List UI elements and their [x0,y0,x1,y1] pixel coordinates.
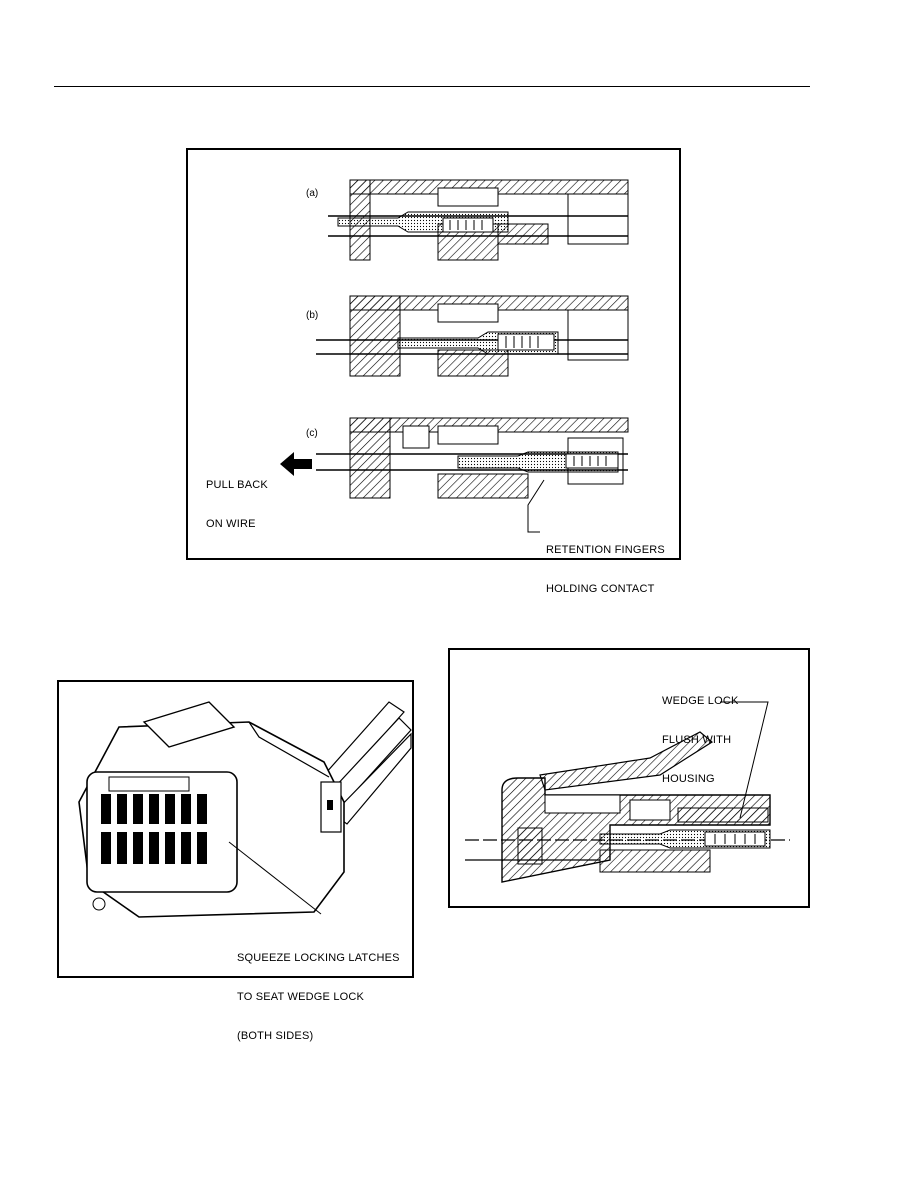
wedge-lock-caption-line2: FLUSH WITH [662,734,732,746]
section-a [328,179,629,261]
wedge-lock-seating-figure: SQUEEZE LOCKING LATCHES TO SEAT WEDGE LO… [57,680,414,1042]
squeeze-caption-line1: SQUEEZE LOCKING LATCHES [237,952,400,964]
pull-back-line1: PULL BACK [206,479,268,491]
wire-bundle [308,701,412,825]
squeeze-caption-line2: TO SEAT WEDGE LOCK [237,991,365,1003]
step-c-label: (c) [306,428,318,439]
retention-line2: HOLDING CONTACT [546,583,655,595]
contact-removal-diagram [280,179,629,533]
contact-removal-figure: (a) (b) (c) PULL BACK ON WIRE RETENTION … [186,148,681,595]
pull-back-label: PULL BACK ON WIRE [206,453,268,557]
squeeze-leader-line [228,841,322,915]
step-b-label: (b) [306,310,319,321]
squeeze-caption-line3: (BOTH SIDES) [237,1030,314,1042]
latch-top [142,701,236,748]
pull-back-line2: ON WIRE [206,518,256,530]
wedge-lock-leader-line [720,701,769,819]
header-rule [54,86,810,87]
squeeze-caption: SQUEEZE LOCKING LATCHES TO SEAT WEDGE LO… [237,926,400,1069]
retention-label: RETENTION FINGERS HOLDING CONTACT [546,518,665,622]
step-a-label: (a) [306,188,319,199]
retention-leader-line [527,479,545,533]
connector-illustration [78,701,412,918]
retention-line1: RETENTION FINGERS [546,544,665,556]
wedge-lock-cross-section [465,701,790,883]
wedge-lock-caption-line3: HOUSING [662,773,715,785]
pull-arrow-icon [280,452,312,476]
wedge-lock-flush-figure: WEDGE LOCK FLUSH WITH HOUSING [448,648,810,908]
wedge-lock-caption: WEDGE LOCK FLUSH WITH HOUSING [662,669,739,812]
section-c [316,417,629,499]
section-b [316,295,629,377]
wedge-lock-caption-line1: WEDGE LOCK [662,695,739,707]
pin-cavities [101,794,207,864]
